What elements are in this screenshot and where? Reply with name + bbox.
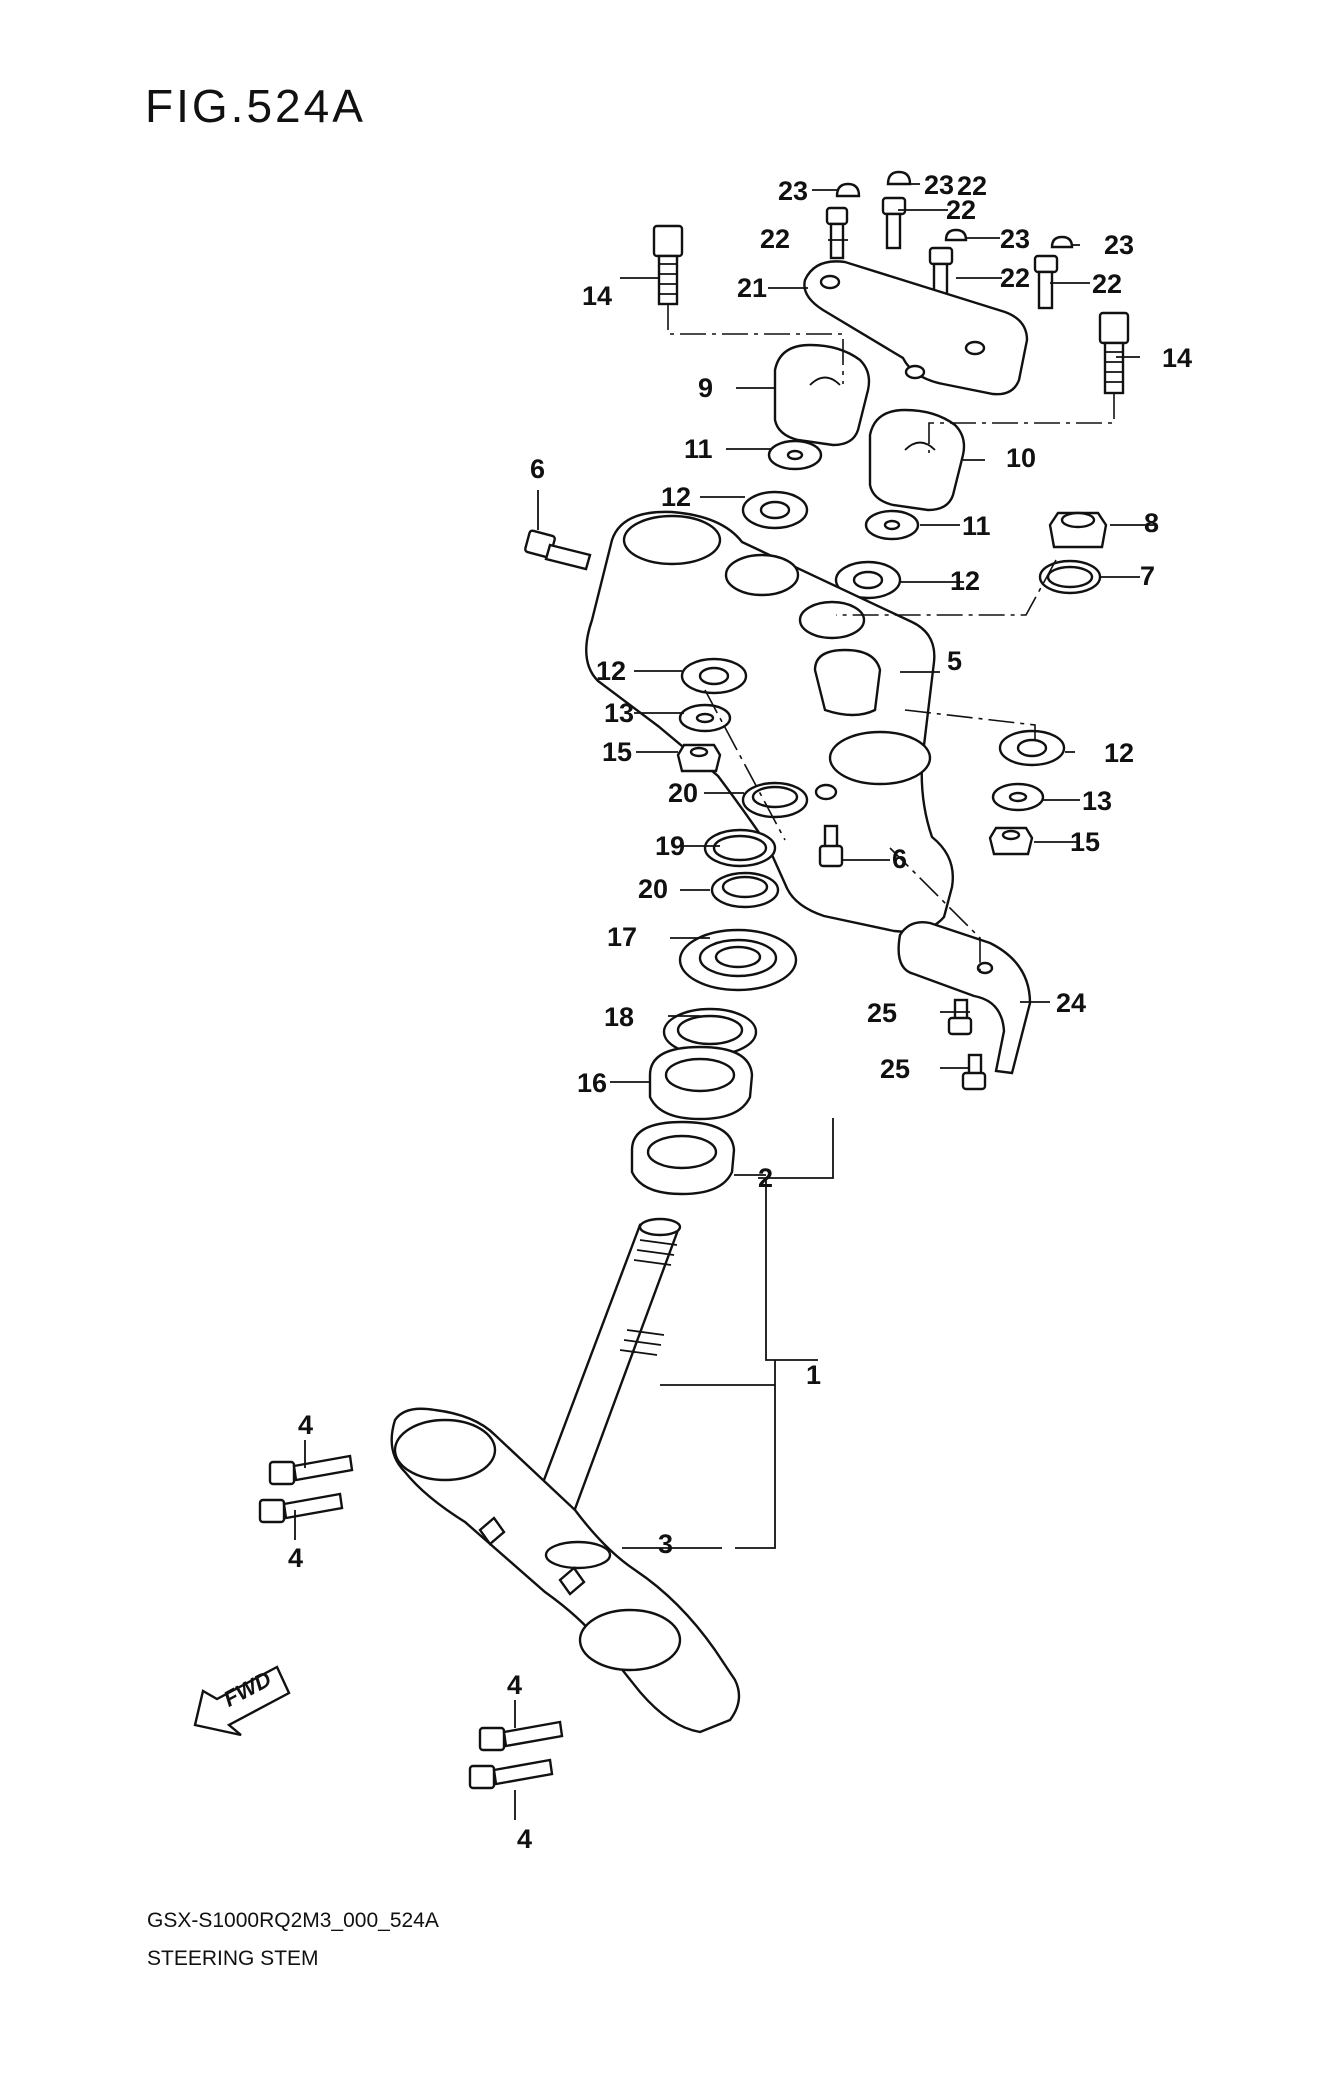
assembly-line-14-right <box>928 393 1115 453</box>
callout-8: 8 <box>1144 508 1159 538</box>
callout-22d: 22 <box>1092 269 1122 299</box>
bolt-4d <box>468 1758 554 1790</box>
callout-4d: 4 <box>517 1824 532 1854</box>
callout-17: 17 <box>607 922 637 952</box>
assembly-line-stem <box>704 689 786 841</box>
nut-15b <box>988 826 1034 856</box>
callout-4a: 4 <box>298 1410 313 1440</box>
callout-6b: 6 <box>892 844 907 874</box>
steering-stem-1 <box>390 1217 741 1734</box>
callout-4b: 4 <box>288 1543 303 1573</box>
callout-22c: 22 <box>1000 263 1030 293</box>
nut-15a <box>676 743 722 773</box>
bearing-cover-18 <box>662 1007 758 1057</box>
callout-9: 9 <box>698 373 713 403</box>
washer-11b <box>864 509 920 541</box>
leader-lines <box>294 183 1155 1820</box>
bolt-25b <box>961 1053 987 1091</box>
callout-12c: 12 <box>596 656 626 686</box>
callout-14b: 14 <box>1162 343 1192 373</box>
callout-13a: 13 <box>604 698 634 728</box>
callout-20b: 20 <box>638 874 668 904</box>
assembly-line-15 <box>904 709 1036 740</box>
diagram-code: GSX-S1000RQ2M3_000_524A <box>147 1909 439 1932</box>
assembly-line-24 <box>889 847 981 973</box>
callout-15b: 15 <box>1070 827 1100 857</box>
bolt-22d <box>1033 254 1059 310</box>
lock-nut-20a <box>741 781 809 819</box>
handlebar-holder-9 <box>773 343 871 447</box>
callout-19: 19 <box>655 831 685 861</box>
fwd-arrow-icon: FWD <box>193 1665 291 1737</box>
callout-25b: 25 <box>880 1054 910 1084</box>
washer-12a <box>741 490 809 530</box>
washer-13a <box>678 703 732 733</box>
callout-22e: 22 <box>957 171 987 201</box>
assembly-line-nut <box>836 559 1057 616</box>
callout-11b: 11 <box>962 511 991 541</box>
callout-16: 16 <box>577 1068 607 1098</box>
cap-23d <box>1050 235 1074 249</box>
hose-guide-24 <box>897 921 1032 1075</box>
callout-12d: 12 <box>1104 738 1134 768</box>
callout-12a: 12 <box>661 482 691 512</box>
handlebar-holder-10 <box>868 408 966 512</box>
cap-23c <box>944 228 968 242</box>
washer-7 <box>1038 559 1102 595</box>
washer-13b <box>991 782 1045 812</box>
callout-10: 10 <box>1006 443 1036 473</box>
lock-nut-20b <box>710 871 780 909</box>
bolt-22b <box>881 196 907 250</box>
cap-23a <box>835 182 861 198</box>
bolt-4b <box>258 1492 344 1524</box>
callout-18: 18 <box>604 1002 634 1032</box>
callout-11a: 11 <box>684 434 713 464</box>
callout-13b: 13 <box>1082 786 1112 816</box>
callout-2: 2 <box>758 1163 773 1193</box>
callout-1: 1 <box>806 1360 821 1390</box>
callout-12b: 12 <box>950 566 980 596</box>
callout-24: 24 <box>1056 988 1086 1018</box>
callout-23c: 23 <box>1000 224 1030 254</box>
washer-12b <box>834 560 902 600</box>
callout-14a: 14 <box>582 281 612 311</box>
bolt-14-right <box>1098 311 1130 395</box>
upper-bracket-5 <box>585 510 954 933</box>
bolt-6-lower <box>818 824 844 868</box>
bolt-25a <box>947 998 973 1036</box>
dust-seal-17 <box>678 928 798 992</box>
diagram-name: STEERING STEM <box>147 1947 319 1970</box>
washer-12c <box>680 657 748 695</box>
assembly-line-14-left <box>667 304 844 384</box>
callout-21: 21 <box>737 273 767 303</box>
lock-washer-19 <box>703 828 777 868</box>
callout-4c: 4 <box>507 1670 522 1700</box>
callout-7: 7 <box>1140 561 1155 591</box>
callout-23a: 23 <box>778 176 808 206</box>
callout-23d: 23 <box>1104 230 1134 260</box>
figure-title: FIG.524A <box>145 80 366 132</box>
callout-25a: 25 <box>867 998 897 1028</box>
washer-11a <box>767 439 823 471</box>
callout-23b: 23 <box>924 170 954 200</box>
bearing-race-2 <box>630 1120 736 1196</box>
cap-23b <box>886 170 912 186</box>
callout-22a: 22 <box>946 195 976 225</box>
stem-nut-8 <box>1048 511 1108 549</box>
bolt-22a <box>825 206 849 260</box>
washer-12d <box>998 729 1066 767</box>
bolt-4a <box>268 1454 354 1486</box>
bolt-14-left <box>652 224 684 306</box>
bearing-16 <box>648 1045 754 1121</box>
callout-20a: 20 <box>668 778 698 808</box>
callout-22b: 22 <box>760 224 790 254</box>
callout-3: 3 <box>658 1529 673 1559</box>
callout-15a: 15 <box>602 737 632 767</box>
callout-5: 5 <box>947 646 962 676</box>
bolt-4c <box>478 1720 564 1752</box>
callout-6a: 6 <box>530 454 545 484</box>
bolt-6-upper <box>524 529 592 571</box>
handlebar-upper-clamp-21 <box>803 260 1029 396</box>
